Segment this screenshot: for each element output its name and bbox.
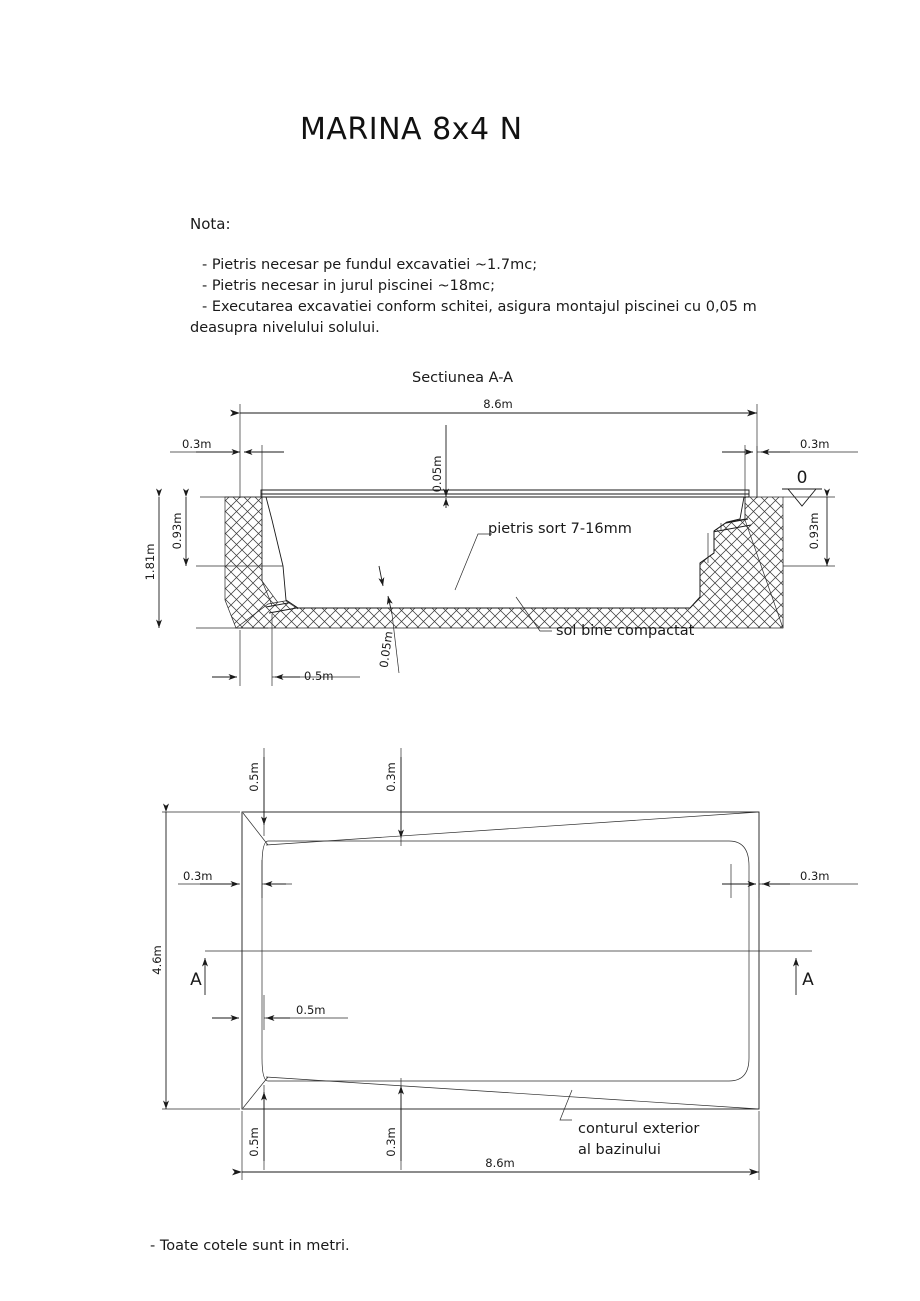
label-plan-outline: conturul exterior al bazinului (578, 1121, 699, 1158)
dim-label-plan-bottom-mid-offset: 0.3m (384, 1127, 398, 1157)
dim-section-rim-above-ground: 0.05m (430, 425, 449, 508)
level-marker-zero: 0 (782, 468, 822, 507)
dim-label-plan-right-offset: 0.3m (800, 869, 830, 883)
dim-plan-top-mid-offset: 0.3m (384, 748, 404, 846)
dim-label-plan-overall-length: 8.6m (485, 1156, 515, 1170)
dim-section-gravel-layer: 0.05m (377, 565, 400, 674)
dim-section-bottom-offset: 0.5m (212, 614, 360, 686)
dim-label-rim-above-ground: 0.05m (430, 456, 444, 493)
dim-label-plan-bottom-left-offset: 0.5m (247, 1127, 261, 1157)
label-gravel: pietris sort 7-16mm (488, 521, 632, 537)
section-mark-right-label: A (802, 970, 814, 990)
dim-plan-overall-width: 4.6m (150, 803, 240, 1110)
dim-label-shallow-depth-right: 0.93m (807, 513, 821, 550)
dim-label-overall-width: 8.6m (483, 397, 513, 411)
dim-plan-top-left-offset: 0.5m (247, 748, 267, 836)
dim-plan-mid-left-offset: 0.5m (212, 995, 348, 1030)
dim-label-shallow-depth-left: 0.93m (170, 513, 184, 550)
dim-label-plan-top-left-offset: 0.5m (247, 762, 261, 792)
dim-section-shallow-depth-right: 0.93m (783, 488, 835, 567)
dim-label-total-depth: 1.81m (143, 544, 157, 581)
section-excavation-outline (261, 497, 746, 607)
label-gravel-leader: pietris sort 7-16mm (454, 521, 632, 591)
note-line-1: - Pietris necesar pe fundul excavatiei ~… (202, 257, 538, 273)
label-plan-outline-line2: al bazinului (578, 1142, 661, 1158)
dim-plan-left-offset: 0.3m (178, 860, 292, 898)
note-line-3: - Executarea excavatiei conform schitei,… (202, 299, 757, 315)
dim-label-plan-mid-left-offset: 0.5m (296, 1003, 326, 1017)
level-marker-label: 0 (797, 468, 808, 488)
dim-label-plan-left-offset: 0.3m (183, 869, 213, 883)
dim-section-left-offset: 0.3m (170, 437, 284, 497)
pool-shell-section (260, 489, 750, 610)
section-mark-left: A (190, 958, 208, 995)
dim-section-right-offset: 0.3m (722, 437, 858, 497)
dim-plan-bottom-left-offset: 0.5m (247, 1085, 267, 1170)
dim-label-gravel-layer: 0.05m (377, 630, 396, 668)
dim-label-plan-overall-width: 4.6m (150, 945, 164, 975)
dim-section-shallow-depth-left: 0.93m (170, 488, 189, 566)
dim-plan-bottom-mid-offset: 0.3m (384, 1078, 404, 1170)
page-title: MARINA 8x4 N (300, 112, 523, 147)
dim-plan-overall-length: 8.6m (232, 1111, 760, 1180)
section-caption: Sectiunea A-A (412, 370, 514, 386)
note-line-4: deasupra nivelului solului. (190, 320, 380, 336)
dim-section-overall-width: 8.6m (230, 397, 758, 498)
notes-block: Nota: - Pietris necesar pe fundul excava… (190, 215, 870, 339)
dim-label-plan-top-mid-offset: 0.3m (384, 762, 398, 792)
plan-outline-leaders (265, 811, 760, 1121)
dim-label-right-offset: 0.3m (800, 437, 830, 451)
note-line-2: - Pietris necesar in jurul piscinei ~18m… (202, 278, 496, 294)
dim-plan-right-offset: 0.3m (722, 862, 858, 898)
dim-section-total-depth: 1.81m (143, 488, 162, 628)
dim-label-bottom-offset: 0.5m (304, 669, 334, 683)
dim-label-left-offset: 0.3m (182, 437, 212, 451)
footer-note: - Toate cotele sunt in metri. (150, 1238, 350, 1254)
notes-heading: Nota: (190, 215, 231, 233)
plan-corner-leaders (242, 812, 269, 1109)
label-plan-outline-line1: conturul exterior (578, 1121, 699, 1137)
section-mark-left-label: A (190, 970, 202, 990)
label-soil-leader: sol bine compactat (515, 596, 695, 639)
section-mark-right: A (793, 958, 814, 995)
plan-pool-outline (261, 840, 750, 1082)
plan-excavation-outline (241, 811, 760, 1110)
label-soil: sol bine compactat (556, 623, 695, 639)
